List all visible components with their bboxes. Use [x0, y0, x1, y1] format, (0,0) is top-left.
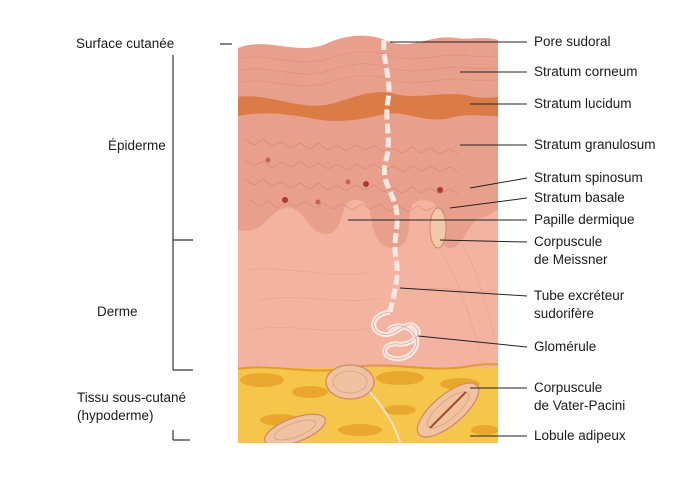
label-stratum-lucidum: Stratum lucidum: [534, 96, 632, 111]
label-stratum-granulosum: Stratum granulosum: [534, 137, 656, 152]
label-stratum-spinosum: Stratum spinosum: [534, 170, 643, 185]
label-epiderme: Épiderme: [108, 138, 166, 153]
label-tube-line1: Tube excréteur: [534, 288, 625, 303]
label-papille-dermique: Papille dermique: [534, 212, 635, 227]
label-pacini-line1: Corpuscule: [534, 380, 602, 395]
label-tube-line2: sudorifère: [534, 306, 594, 321]
label-derme: Derme: [97, 304, 138, 319]
label-stratum-corneum: Stratum corneum: [534, 64, 638, 79]
label-meissner-line2: de Meissner: [534, 252, 608, 267]
label-surface-cutanee: Surface cutanée: [76, 36, 174, 51]
meissner-corpuscle: [430, 208, 446, 248]
layer-bracket: [173, 44, 232, 440]
label-hypoderme-line1: Tissu sous-cutané: [77, 390, 186, 405]
label-hypoderme-line2: (hypoderme): [77, 408, 154, 423]
label-pore-sudoral: Pore sudoral: [534, 34, 611, 49]
label-lobule-adipeux: Lobule adipeux: [534, 428, 626, 443]
label-pacini-line2: de Vater-Pacini: [534, 398, 625, 413]
label-stratum-basale: Stratum basale: [534, 190, 625, 205]
label-meissner-line1: Corpuscule: [534, 234, 602, 249]
label-glomerule: Glomérule: [534, 339, 596, 354]
